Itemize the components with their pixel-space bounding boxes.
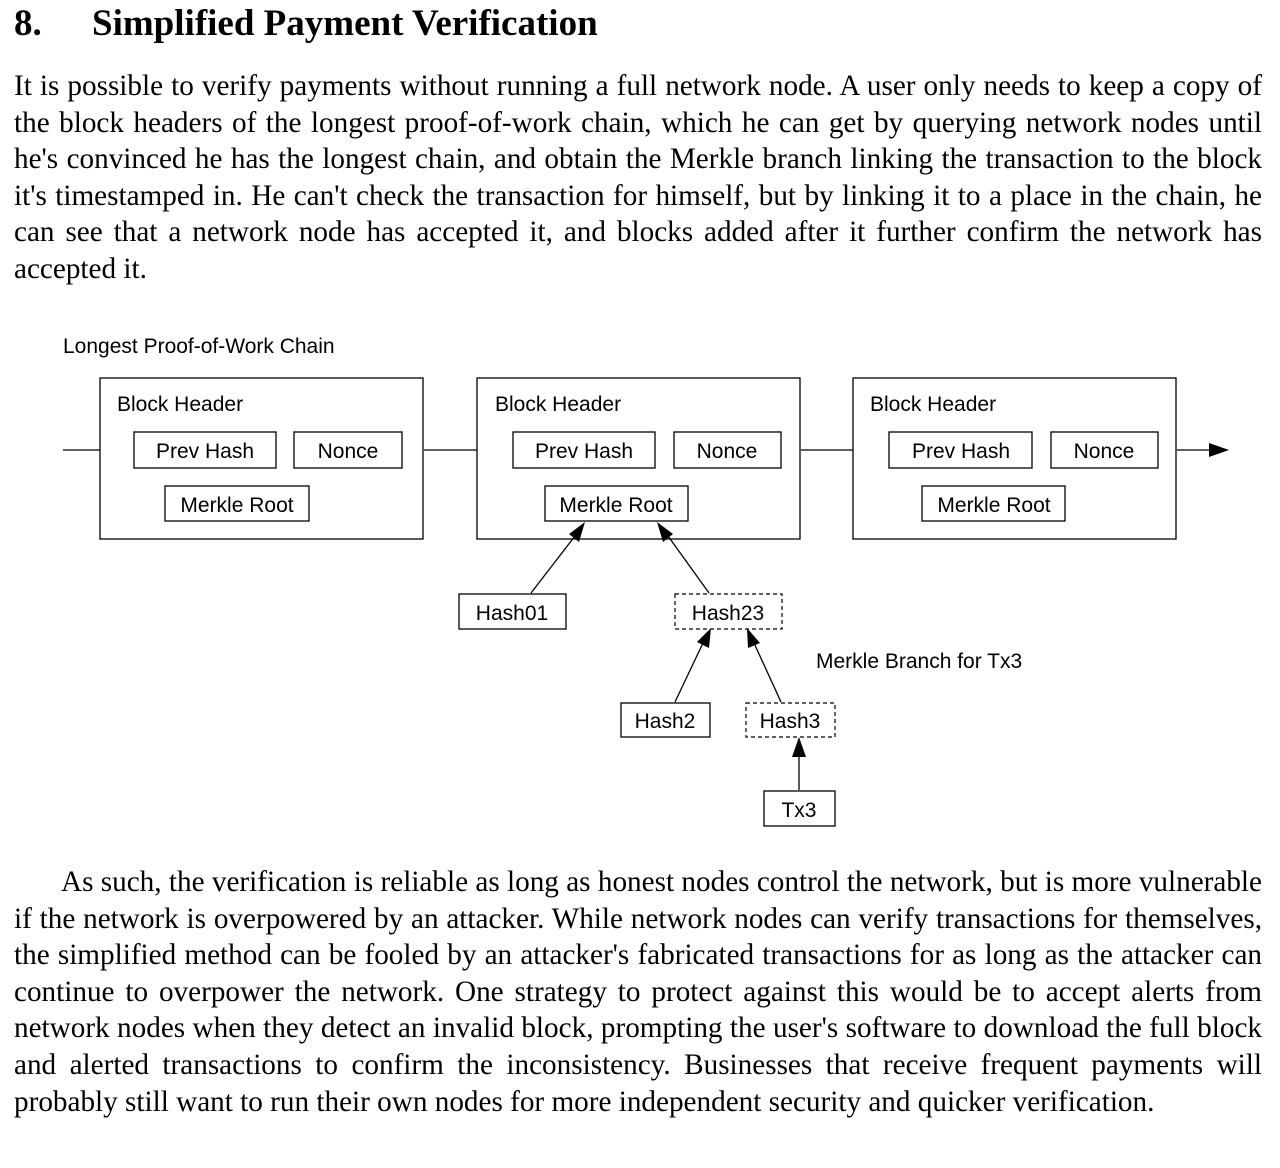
block-1-prev-hash: Prev Hash [156,440,254,463]
block-1: Block Header Prev Hash Nonce Merkle Root [99,377,424,540]
block-1-merkle-root-box [164,485,310,522]
hash01-label: Hash01 [476,602,548,625]
block-3-header-label: Block Header [870,393,996,416]
section-heading: 8. Simplified Payment Verification [14,2,598,45]
block-2-prev-hash: Prev Hash [535,440,633,463]
block-2-merkle-root: Merkle Root [559,494,672,517]
block-3-merkle-root-box [921,485,1066,522]
chain-label: Longest Proof-of-Work Chain [63,335,335,358]
arrow-head-out [1209,443,1229,457]
merkle-tree: Hash01 Hash23 Hash2 Hash3 Tx3 [458,593,836,827]
block-3-prev-hash: Prev Hash [912,440,1010,463]
hash23-label: Hash23 [692,602,764,625]
block-3: Block Header Prev Hash Nonce Merkle Root [852,377,1177,540]
section-number: 8. [14,3,42,44]
block-1-header-label: Block Header [117,393,243,416]
paragraph-conclusion: As such, the verification is reliable as… [14,866,1262,1118]
block-3-nonce-box [1050,431,1159,469]
arrow-hash01-root [530,535,576,594]
block-1-nonce: Nonce [318,440,379,463]
block-2-header-label: Block Header [495,393,621,416]
block-2-nonce: Nonce [697,440,758,463]
block-3-merkle-root: Merkle Root [937,494,1050,517]
arrow-head-tx3-hash3 [792,737,806,757]
arrow-hash23-root [667,535,710,594]
merkle-branch-label: Merkle Branch for Tx3 [816,650,1022,673]
section-title: Simplified Payment Verification [92,3,598,44]
arrow-hash3-hash23 [753,642,782,703]
block-2-prev-hash-box [512,431,656,469]
arrow-head-hash2-hash23 [697,628,711,648]
hash3-label: Hash3 [760,710,821,733]
block-1-prev-hash-box [133,431,277,469]
tx3-label: Tx3 [781,799,816,822]
block-3-prev-hash-box [888,431,1033,469]
arrow-hash2-hash23 [674,642,704,703]
hash2-label: Hash2 [635,710,696,733]
hash2-box [620,702,711,738]
merkle-arrows [530,522,806,790]
hash3-box [745,702,836,738]
arrow-head-hash23-root [657,522,673,542]
arrow-head-hash01-root [569,522,585,542]
hash23-box [674,593,783,630]
block-2: Block Header Prev Hash Nonce Merkle Root [476,377,801,540]
tx3-box [763,790,836,827]
block-2-nonce-box [673,431,782,469]
block-1-nonce-box [293,431,403,469]
arrow-head-hash3-hash23 [747,628,760,648]
spv-diagram: Longest Proof-of-Work Chain Block Header… [63,335,1229,827]
block-2-merkle-root-box [544,485,689,522]
paragraph-intro: It is possible to verify payments withou… [14,70,1262,285]
block-1-merkle-root: Merkle Root [180,494,293,517]
block-3-nonce: Nonce [1074,440,1135,463]
hash01-box [458,593,567,630]
